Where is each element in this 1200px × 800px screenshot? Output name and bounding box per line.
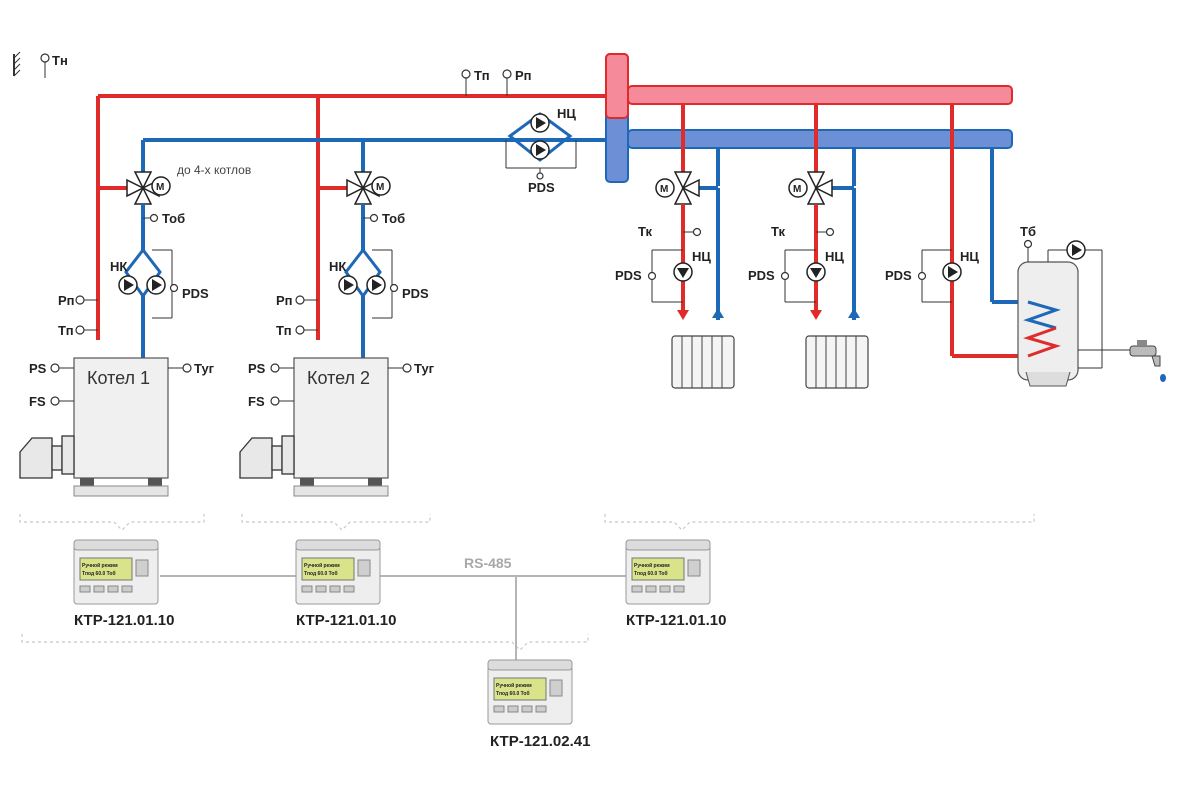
outdoor-sensor: Тн xyxy=(13,51,68,78)
boiler-2-fs-label: FS xyxy=(248,394,265,409)
radiator-icon xyxy=(805,335,869,389)
boiler-2-pressure-label: Рп xyxy=(276,293,293,308)
boiler-1-pressure-label: Рп xyxy=(58,293,75,308)
svg-text:Ручной режим: Ручной режим xyxy=(82,562,118,569)
valve-motor-icon xyxy=(371,176,391,196)
burner-icon xyxy=(19,435,75,479)
boiler-2-body xyxy=(293,357,389,479)
boiler-1-fs-label: FS xyxy=(29,394,46,409)
boiler-2-return-label: Тоб xyxy=(382,211,405,226)
svg-text:M: M xyxy=(793,184,801,195)
boiler-1-name: Котел 1 xyxy=(87,368,150,388)
boiler-2-name: Котел 2 xyxy=(307,368,370,388)
dhw-pds-label: PDS xyxy=(885,268,912,283)
circuit-2-pds-label: PDS xyxy=(748,268,775,283)
boiler-1-group: M Тоб НК PDS Рп Тп Котел 1 PS xyxy=(19,171,215,497)
heating-circuit-2: M Тк НЦ PDS xyxy=(748,104,869,389)
primary-pump-label: НЦ xyxy=(557,106,576,121)
svg-text:Тпод 60.0 Тоб: Тпод 60.0 Тоб xyxy=(496,690,530,697)
boiler-1-return-label: Тоб xyxy=(162,211,185,226)
svg-text:M: M xyxy=(156,182,164,193)
svg-text:Ручной режим: Ручной режим xyxy=(634,562,670,569)
header-sensors: Тп Рп xyxy=(461,68,532,96)
svg-text:Тпод 60.0 Тоб: Тпод 60.0 Тоб xyxy=(82,570,116,577)
svg-text:Тпод 60.0 Тоб: Тпод 60.0 Тоб xyxy=(634,570,668,577)
svg-text:Ручной режим: Ручной режим xyxy=(304,562,340,569)
primary-pds-label: PDS xyxy=(528,180,555,195)
bus-label: RS-485 xyxy=(464,555,512,571)
boiler-1-pds-label: PDS xyxy=(182,286,209,301)
svg-text:Тпод 60.0 Тоб: Тпод 60.0 Тоб xyxy=(304,570,338,577)
svg-text:Ручной режим: Ручной режим xyxy=(496,682,532,689)
controller-2[interactable]: Ручной режим Тпод 60.0 Тоб КТР-121.01.10 xyxy=(295,539,396,629)
dhw-pump-label: НЦ xyxy=(960,249,979,264)
hydraulic-header xyxy=(605,53,1013,183)
boiler-2-group: M Тоб НК PDS Рп Тп Котел 2 PS xyxy=(239,171,435,497)
boiler-1-pump-label: НК xyxy=(110,259,127,274)
controller-2-model: КТР-121.01.10 xyxy=(296,612,396,629)
circuit-1-pds-label: PDS xyxy=(615,268,642,283)
outdoor-temp-label: Тн xyxy=(52,53,68,68)
svg-text:M: M xyxy=(660,184,668,195)
boiler-2-temp-label: Тп xyxy=(276,323,292,338)
controller-1[interactable]: Ручной режим Тпод 60.0 Тоб КТР-121.01.10 xyxy=(73,539,174,629)
dhw-temp-label: Тб xyxy=(1020,224,1036,239)
rs485-bus: RS-485 xyxy=(160,555,626,662)
circuit-1-temp-label: Тк xyxy=(638,224,652,239)
primary-pump-group: НЦ PDS xyxy=(505,106,577,195)
group-brackets xyxy=(19,514,1035,651)
circuit-2-pump-label: НЦ xyxy=(825,249,844,264)
boiler-1-temp-label: Тп xyxy=(58,323,74,338)
dhw-circuit: НЦ PDS Тб xyxy=(885,104,1166,387)
boiler-2-flue-label: Туг xyxy=(414,361,435,376)
valve-motor-icon xyxy=(788,178,808,198)
boiler-2-ps-label: PS xyxy=(248,361,266,376)
controller-3[interactable]: Ручной режим Тпод 60.0 Тоб КТР-121.01.10 xyxy=(625,539,726,629)
boiler-1-ps-label: PS xyxy=(29,361,47,376)
heating-circuit-1: M Тк НЦ PDS xyxy=(615,104,735,389)
burner-icon xyxy=(239,435,295,479)
svg-text:M: M xyxy=(376,182,384,193)
header-temp-label: Тп xyxy=(474,68,490,83)
controller-1-model: КТР-121.01.10 xyxy=(74,612,174,629)
boiler-2-pds-label: PDS xyxy=(402,286,429,301)
main-pipes xyxy=(96,94,606,340)
boiler-1-body xyxy=(73,357,169,479)
valve-motor-icon xyxy=(151,176,171,196)
header-pressure-label: Рп xyxy=(515,68,532,83)
circuit-1-pump-label: НЦ xyxy=(692,249,711,264)
boiler-2-pump-label: НК xyxy=(329,259,346,274)
controller-master-model: КТР-121.02.41 xyxy=(490,733,590,750)
radiator-icon xyxy=(671,335,735,389)
valve-motor-icon xyxy=(655,178,675,198)
controller-master[interactable]: Ручной режим Тпод 60.0 Тоб КТР-121.02.41 xyxy=(487,659,590,750)
circuit-2-temp-label: Тк xyxy=(771,224,785,239)
boiler-count-note: до 4-х котлов xyxy=(177,163,251,177)
water-tap-icon xyxy=(1129,340,1166,382)
water-tank-icon xyxy=(1017,261,1079,387)
controller-3-model: КТР-121.01.10 xyxy=(626,612,726,629)
boiler-1-flue-label: Туг xyxy=(194,361,215,376)
